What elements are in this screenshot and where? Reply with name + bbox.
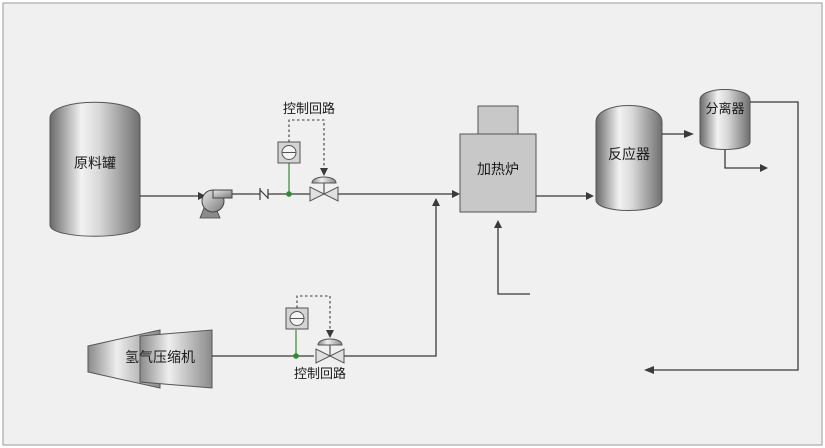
heater-label: 加热炉 — [477, 162, 519, 178]
heater-inlet-arrow — [452, 190, 460, 198]
h2-compressor-label: 氢气压缩机 — [125, 350, 195, 366]
feed-line-arrow — [198, 192, 206, 200]
lower-control-loop-label: 控制回路 — [294, 366, 346, 382]
reactor-vessel: 反应器 — [595, 105, 663, 211]
recycle-arrow — [644, 366, 654, 374]
h2-header-arrow — [432, 198, 440, 206]
feed-pump-icon — [199, 189, 233, 219]
separator-bottom-arrow — [760, 164, 768, 172]
h2-line-to-header — [344, 206, 437, 357]
heater-furnace: 加热炉 — [459, 105, 537, 213]
heater-bottom-inlet-line — [497, 228, 530, 295]
recycle-line — [654, 101, 799, 371]
separator-inlet-arrow — [684, 130, 694, 138]
upper-control-loop-label: 控制回路 — [283, 101, 335, 117]
controller-icon[interactable] — [277, 141, 301, 164]
separator-label: 分离器 — [705, 101, 744, 117]
separator-bottom-outlet — [724, 150, 760, 169]
lower-signal-arrow — [326, 330, 334, 338]
upper-signal-arrow — [320, 168, 328, 176]
heater-bottom-arrow — [494, 220, 502, 228]
feed-tank-label: 原料罐 — [74, 156, 116, 172]
feed-tank: 原料罐 — [49, 101, 141, 237]
reactor-label: 反应器 — [608, 146, 650, 163]
controller-icon[interactable] — [285, 307, 309, 330]
compressor-icon: 氢气压缩机 — [87, 329, 213, 389]
separator-vessel: 分离器 — [699, 89, 751, 150]
lower-control-signal — [296, 295, 331, 332]
reactor-inlet-arrow — [586, 192, 594, 200]
upper-control-signal — [288, 119, 325, 170]
control-valve-icon[interactable] — [315, 338, 345, 364]
